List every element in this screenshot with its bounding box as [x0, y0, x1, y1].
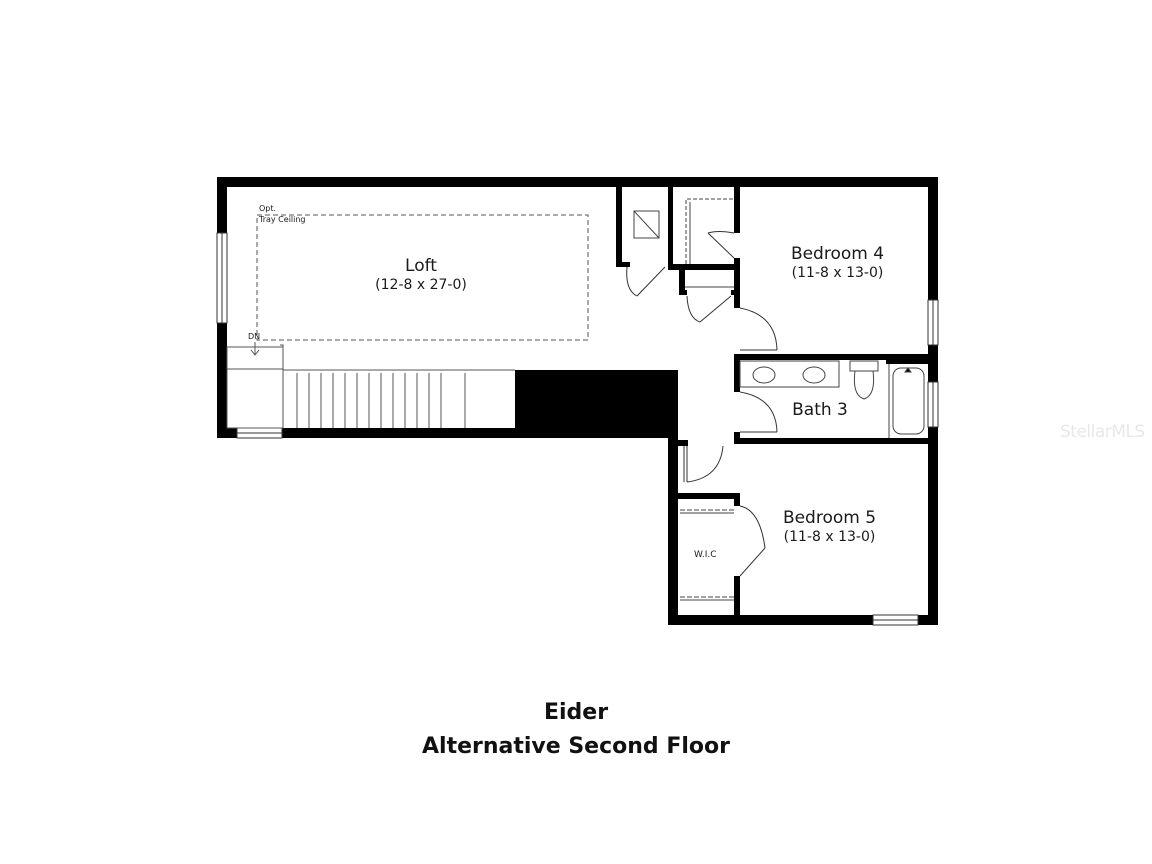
staircase — [226, 342, 515, 429]
room-bedroom-5-dimensions: (11-8 x 13-0) — [783, 529, 876, 545]
interior-walls — [616, 187, 938, 615]
fixtures — [633, 198, 925, 601]
tray-ceiling-label-line2: Tray Ceiling — [259, 215, 306, 224]
room-loft: Loft (12-8 x 27-0) — [321, 256, 521, 294]
tray-ceiling-outline — [256, 214, 589, 341]
walk-in-closet-label: W.I.C — [694, 550, 717, 560]
room-bedroom-4-dimensions: (11-8 x 13-0) — [791, 265, 884, 281]
room-loft-dimensions: (12-8 x 27-0) — [375, 277, 467, 293]
room-bath-3-name: Bath 3 — [792, 400, 848, 420]
room-bath-3: Bath 3 — [770, 400, 870, 420]
model-name: Eider — [543, 700, 609, 725]
room-bedroom-4-name: Bedroom 4 — [790, 244, 885, 264]
room-loft-name: Loft — [405, 256, 437, 276]
room-bedroom-5-name: Bedroom 5 — [782, 508, 877, 528]
tray-ceiling-label-line1: Opt. — [259, 204, 277, 213]
room-bedroom-4: Bedroom 4 (11-8 x 13-0) — [750, 244, 925, 282]
room-bedroom-5: Bedroom 5 (11-8 x 13-0) — [742, 508, 917, 546]
floor-name: Alternative Second Floor — [422, 734, 730, 759]
doors — [626, 231, 778, 577]
watermark: StellarMLS — [1060, 422, 1145, 442]
stair-down-label: DN — [248, 332, 261, 341]
windows — [216, 232, 939, 626]
